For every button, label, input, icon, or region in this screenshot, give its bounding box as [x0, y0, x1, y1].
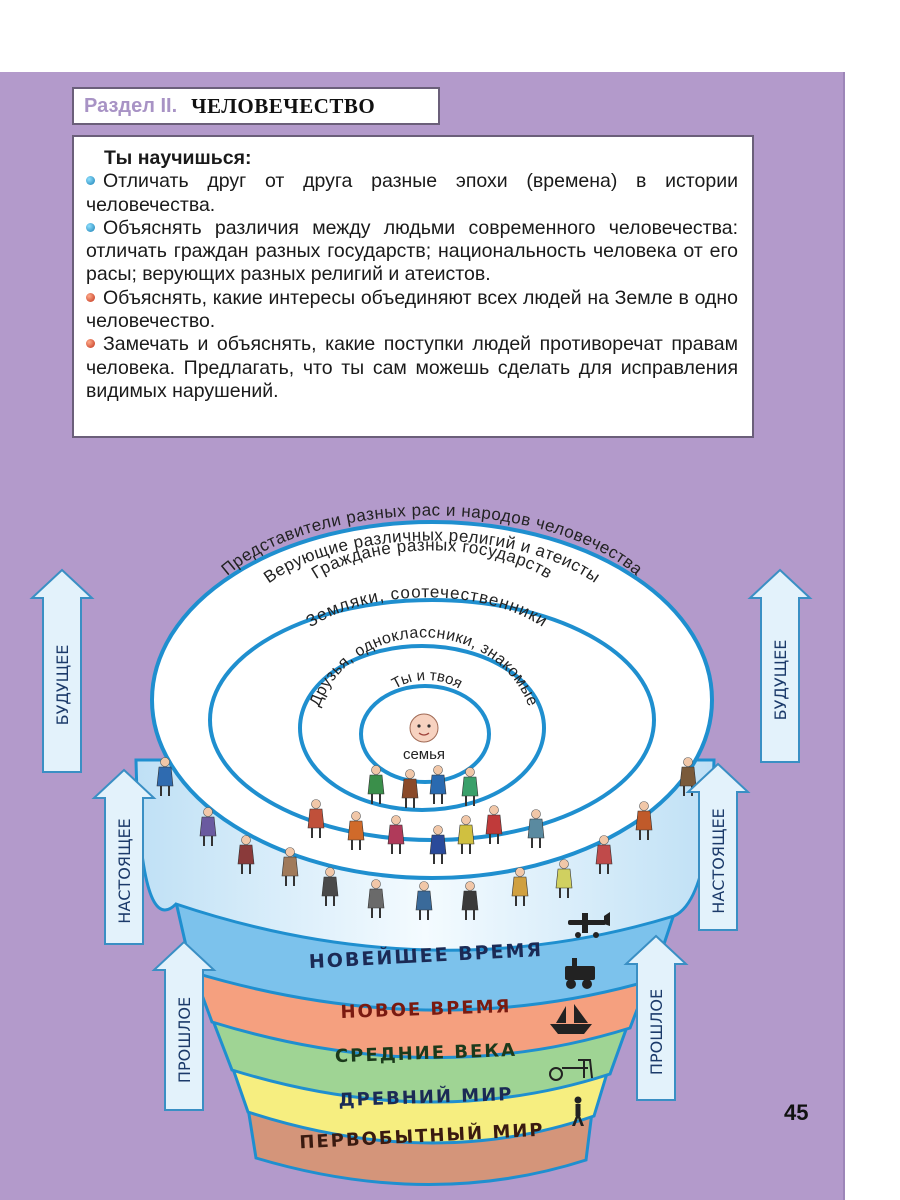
era-bands — [173, 899, 677, 1186]
blue-bullet-icon — [86, 222, 95, 232]
person-figure — [457, 815, 475, 854]
people-figures — [156, 757, 697, 920]
objective-item: Объяснять различия между людьми современ… — [86, 216, 738, 286]
person-figure — [429, 825, 447, 864]
person-figure — [527, 809, 545, 848]
person-figure — [429, 765, 447, 804]
person-figure — [367, 765, 385, 804]
present-arrow-left-label: НАСТОЯЩЕЕ — [115, 818, 134, 923]
red-bullet-icon — [86, 292, 95, 302]
person-figure — [485, 805, 503, 844]
person-figure — [401, 769, 419, 808]
future-arrow-right: БУДУЩЕЕ — [747, 568, 813, 763]
past-arrow-left: ПРОШЛОЕ — [151, 940, 217, 1111]
person-figure — [237, 835, 255, 874]
arrows: БУДУЩЕЕ НАСТОЯЩЕЕ ПРОШЛОЕ БУДУЩЕЕ НАСТОЯЩЕЕ П… — [29, 568, 813, 1111]
future-arrow-left-label: БУДУЩЕЕ — [53, 645, 72, 726]
page-number: 45 — [784, 1100, 809, 1125]
person-figure — [281, 847, 299, 886]
airplane-icon — [568, 912, 610, 938]
section-title: ЧЕЛОВЕЧЕСТВО — [191, 93, 376, 118]
person-figure — [199, 807, 217, 846]
person-figure — [307, 799, 325, 838]
locomotive-icon — [565, 958, 595, 989]
person-figure — [156, 757, 174, 796]
objective-item: Отличать друг от друга разные эпохи (вре… — [86, 170, 738, 216]
chariot-icon — [549, 1059, 593, 1081]
sailing-ship-icon — [550, 1004, 592, 1034]
person-figure — [415, 881, 433, 920]
child-face-icon — [409, 713, 439, 743]
person-figure — [461, 767, 479, 806]
past-arrow-right-label: ПРОШЛОЕ — [647, 989, 666, 1075]
section-header: Раздел II. ЧЕЛОВЕЧЕСТВО — [72, 87, 440, 125]
past-arrow-left-label: ПРОШЛОЕ — [175, 997, 194, 1083]
blue-bullet-icon — [86, 176, 95, 186]
primitive-man-icon — [572, 1096, 584, 1126]
center-label-bottom: семья — [403, 746, 445, 763]
objective-item: Объяснять, какие интересы объединяют все… — [86, 286, 738, 333]
objective-item: Замечать и объяснять, какие поступки люд… — [86, 333, 738, 402]
present-arrow-right: НАСТОЯЩЕЕ — [685, 762, 751, 931]
past-arrow-right: ПРОШЛОЕ — [623, 934, 689, 1101]
objectives-box: Ты научишься: Отличать друг от друга раз… — [72, 135, 754, 438]
person-figure — [387, 815, 405, 854]
person-figure — [635, 801, 653, 840]
present-arrow-right-label: НАСТОЯЩЕЕ — [709, 808, 728, 913]
future-arrow-right-label: БУДУЩЕЕ — [771, 640, 790, 721]
section-label: Раздел II. — [84, 94, 178, 117]
person-figure — [511, 867, 529, 906]
objectives-heading: Ты научишься: — [104, 147, 252, 169]
future-arrow-left: БУДУЩЕЕ — [29, 568, 95, 773]
person-figure — [595, 835, 613, 874]
person-figure — [347, 811, 365, 850]
present-arrow-left: НАСТОЯЩЕЕ — [91, 768, 157, 945]
red-bullet-icon — [86, 339, 95, 349]
person-figure — [321, 867, 339, 906]
person-figure — [367, 879, 385, 918]
person-figure — [555, 859, 573, 898]
person-figure — [461, 881, 479, 920]
